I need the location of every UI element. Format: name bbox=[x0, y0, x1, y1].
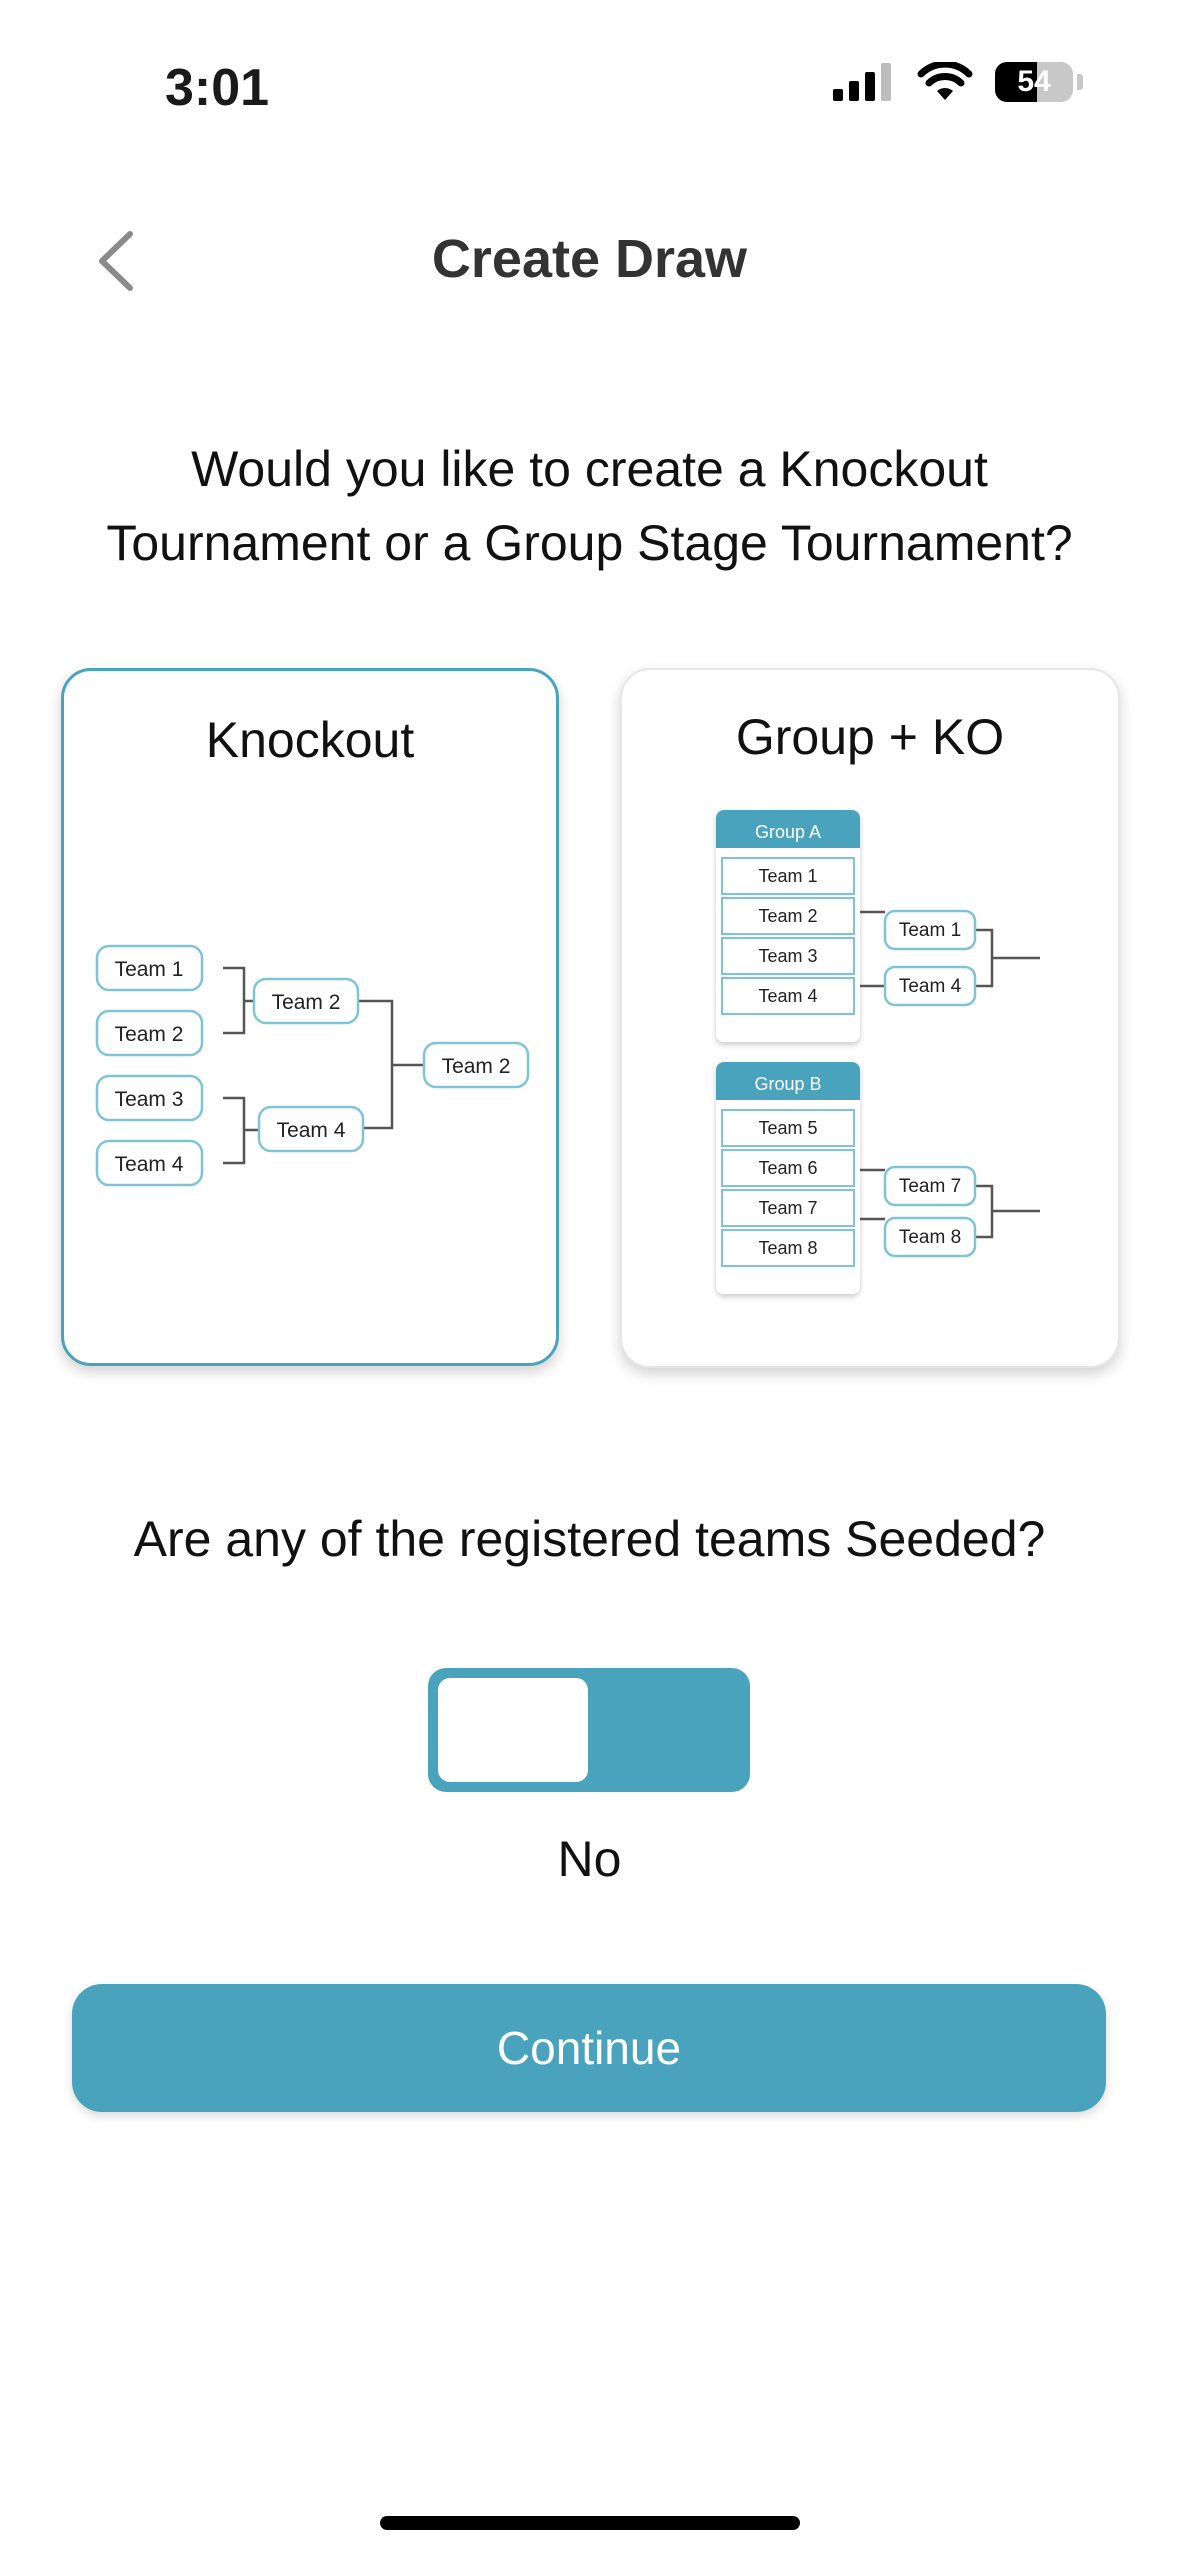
group-b-team-2: Team 6 bbox=[758, 1158, 817, 1178]
group-a-name: Group A bbox=[755, 822, 821, 842]
knockout-option-card[interactable]: Knockout Team 1 Team 2 Team 3 Team 4 bbox=[61, 668, 559, 1366]
battery-level: 54 bbox=[1017, 65, 1051, 98]
group-b-advance-1: Team 7 bbox=[899, 1176, 961, 1197]
tournament-type-question: Would you like to create a Knockout Tour… bbox=[106, 441, 1073, 571]
group-b-name: Group B bbox=[754, 1074, 821, 1094]
seeded-question: Are any of the registered teams Seeded? bbox=[133, 1511, 1046, 1567]
knockout-card-title: Knockout bbox=[205, 712, 415, 768]
cellular-signal-icon bbox=[833, 63, 891, 101]
wifi-icon bbox=[917, 62, 973, 100]
ko-final-team: Team 2 bbox=[442, 1055, 511, 1078]
group-a-advance-2: Team 4 bbox=[899, 976, 962, 997]
ko-r2-team-2: Team 4 bbox=[277, 1119, 346, 1142]
chevron-left-icon bbox=[99, 231, 133, 291]
group-b-team-4: Team 8 bbox=[758, 1238, 817, 1258]
continue-button[interactable]: Continue bbox=[72, 1984, 1106, 2112]
seeded-toggle[interactable] bbox=[428, 1668, 750, 1792]
back-button[interactable] bbox=[92, 226, 142, 296]
ko-r1-team-2: Team 2 bbox=[115, 1023, 184, 1046]
group-a-team-3: Team 3 bbox=[758, 946, 817, 966]
group-b-advance-2: Team 8 bbox=[899, 1227, 961, 1248]
ko-r1-team-1: Team 1 bbox=[115, 958, 184, 981]
group-a-advance-1: Team 1 bbox=[899, 920, 961, 941]
seeded-toggle-label: No bbox=[557, 1831, 622, 1887]
group-ko-diagram: Group A Team 1 Team 2 Team 3 Team 4 Team… bbox=[716, 810, 1040, 1294]
seeded-toggle-knob[interactable] bbox=[438, 1678, 588, 1782]
group-a-team-4: Team 4 bbox=[758, 986, 817, 1006]
battery-tip bbox=[1077, 74, 1083, 90]
group-a-team-2: Team 2 bbox=[758, 906, 817, 926]
group-b-team-1: Team 5 bbox=[758, 1118, 817, 1138]
group-b-team-3: Team 7 bbox=[758, 1198, 817, 1218]
group-ko-option-card[interactable]: Group + KO Group A Team 1 Team 2 Team 3 … bbox=[620, 668, 1120, 1368]
knockout-bracket-diagram: Team 1 Team 2 Team 3 Team 4 Team 2 Team … bbox=[95, 944, 530, 1187]
ko-r2-team-1: Team 2 bbox=[272, 991, 341, 1014]
status-time: 3:01 bbox=[165, 59, 270, 117]
ko-r1-team-4: Team 4 bbox=[115, 1153, 184, 1176]
group-ko-card-title: Group + KO bbox=[735, 709, 1005, 765]
group-a-team-1: Team 1 bbox=[758, 866, 817, 886]
page-title: Create Draw bbox=[431, 229, 748, 289]
battery-icon: 54 bbox=[995, 62, 1073, 102]
home-indicator bbox=[380, 2516, 800, 2530]
ko-r1-team-3: Team 3 bbox=[115, 1088, 184, 1111]
status-icons: 54 bbox=[833, 62, 1083, 102]
